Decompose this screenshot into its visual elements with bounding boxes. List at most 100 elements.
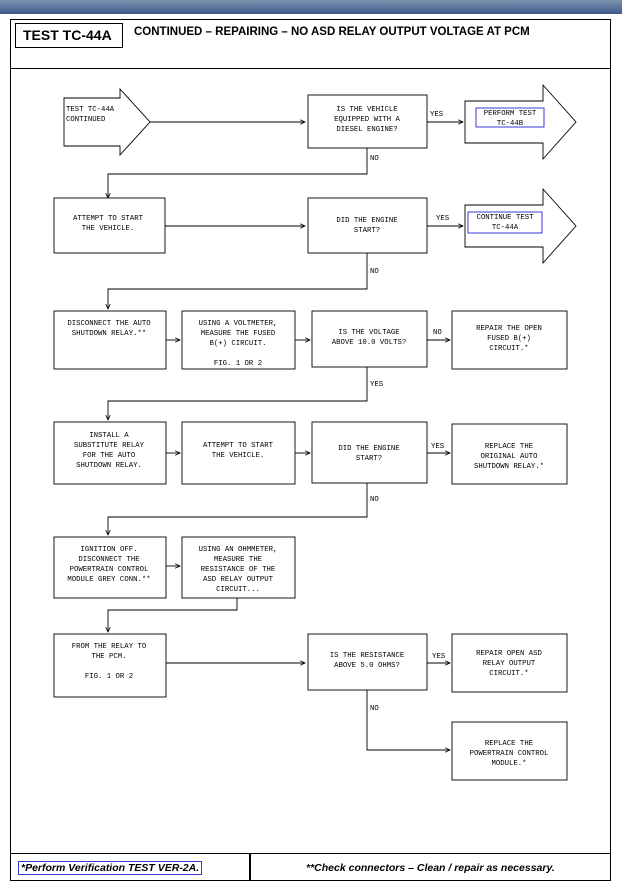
node-text-line: REPAIR OPEN ASD <box>476 650 542 658</box>
node-text-line: ASD RELAY OUTPUT <box>203 576 274 584</box>
branch-labels: YES NO YES NO NO YES YES NO YES NO <box>370 111 450 713</box>
question-box-diesel <box>307 94 428 149</box>
step-box-disconnect-relay <box>53 310 167 370</box>
question-box-voltage <box>311 310 428 368</box>
node-text-line: DISCONNECT THE AUTO <box>67 320 151 328</box>
perform-test-link-highlight[interactable] <box>475 107 545 128</box>
node-text-line: CIRCUIT... <box>216 586 260 594</box>
node-text-line: START? <box>356 455 382 463</box>
node-text-line: TC-44B <box>497 120 524 128</box>
step-box-relay-to-pcm <box>53 633 167 698</box>
continue-test-link-highlight[interactable] <box>467 211 543 234</box>
node-text-line: TEST TC-44A <box>66 106 115 114</box>
no-label: NO <box>370 155 379 163</box>
header-divider <box>10 68 611 69</box>
test-id: TEST TC-44A <box>23 27 112 43</box>
result-box-replace-pcm <box>451 721 568 781</box>
node-text-a5: REPAIR OPEN ASD RELAY OUTPUT CIRCUIT.* <box>476 650 542 678</box>
node-text-line: DID THE ENGINE <box>336 217 397 225</box>
node-text-line: CIRCUIT.* <box>489 345 528 353</box>
node-text-a1: PERFORM TEST TC-44B <box>484 110 537 128</box>
node-text-line: USING A VOLTMETER, <box>199 320 278 328</box>
node-text-line: REPLACE THE <box>485 443 533 451</box>
node-text-line: SHUTDOWN RELAY.** <box>72 330 146 338</box>
step-box-voltmeter <box>181 310 296 370</box>
node-text-n3: DISCONNECT THE AUTO SHUTDOWN RELAY.** <box>67 320 151 338</box>
result-box-repair-fused <box>451 310 568 370</box>
node-text-line: RESISTANCE OF THE <box>201 566 275 574</box>
footer-left-box <box>10 853 250 881</box>
node-text-line: INSTALL A <box>89 432 129 440</box>
node-text-n2: ATTEMPT TO START THE VEHICLE. <box>73 215 144 233</box>
node-text-line: THE VEHICLE. <box>82 225 135 233</box>
yes-label: YES <box>430 111 444 119</box>
question-box-engine-start-2 <box>311 421 428 484</box>
arrow-q4-n7 <box>108 483 368 535</box>
node-text-line: SHUTDOWN RELAY.* <box>474 463 544 471</box>
arrow-q3-n5 <box>108 367 368 420</box>
node-text-line: B(+) CIRCUIT. <box>210 340 267 348</box>
node-text-line: CONTINUE TEST <box>477 214 535 222</box>
node-text-line: IS THE RESISTANCE <box>330 652 404 660</box>
no-label: NO <box>370 268 379 276</box>
node-text-line: ABOVE 10.0 VOLTS? <box>332 339 406 347</box>
step-box-attempt-start-2 <box>181 421 296 485</box>
no-label: NO <box>370 496 379 504</box>
node-text-line: CIRCUIT.* <box>489 670 528 678</box>
node-text-line: IGNITION OFF. <box>81 546 138 554</box>
node-text-line: SHUTDOWN RELAY. <box>76 462 142 470</box>
yes-label: YES <box>432 653 446 661</box>
step-box-ohmmeter <box>181 536 296 599</box>
arrow-q2-n3 <box>108 253 368 309</box>
step-box-attempt-start <box>53 197 166 254</box>
node-text-line: PERFORM TEST <box>484 110 537 118</box>
node-text-line: FIG. 1 OR 2 <box>85 673 133 681</box>
question-box-engine-start <box>307 197 428 254</box>
node-text-line: FOR THE AUTO <box>83 452 136 460</box>
node-text-line: ATTEMPT TO START <box>203 442 274 450</box>
connectors <box>108 122 463 750</box>
perform-test-arrow-shape <box>464 83 577 161</box>
node-text-line: DISCONNECT THE <box>78 556 139 564</box>
node-text-line: REPLACE THE <box>485 740 533 748</box>
node-text-line: THE PCM. <box>91 653 126 661</box>
arrow-q1-n2 <box>108 148 368 198</box>
node-text-line: USING AN OHMMETER, <box>199 546 278 554</box>
continue-test-arrow-shape <box>464 187 577 265</box>
node-text-line: SUBSTITUTE RELAY <box>74 442 145 450</box>
yes-label: YES <box>431 443 445 451</box>
test-id-box: TEST TC-44A <box>15 23 123 48</box>
node-text-line: ATTEMPT TO START <box>73 215 144 223</box>
node-text-line: MODULE.* <box>491 760 526 768</box>
node-text-line: THE VEHICLE. <box>212 452 265 460</box>
node-text-line: REPAIR THE OPEN <box>476 325 542 333</box>
connector-note: **Check connectors – Clean / repair as n… <box>306 862 555 874</box>
node-text-line: POWERTRAIN CONTROL <box>470 750 549 758</box>
no-label: NO <box>370 705 379 713</box>
page-title: CONTINUED – REPAIRING – NO ASD RELAY OUT… <box>134 26 530 38</box>
arrow-n8-n9 <box>108 598 238 632</box>
step-box-substitute-relay <box>53 421 167 485</box>
node-text-line: DIESEL ENGINE? <box>336 126 397 134</box>
node-text-line: RELAY OUTPUT <box>483 660 536 668</box>
node-text-line: START? <box>354 227 380 235</box>
node-text-line: EQUIPPED WITH A <box>334 116 400 124</box>
node-text-line: ORIGINAL AUTO <box>481 453 539 461</box>
yes-label: YES <box>436 215 450 223</box>
node-text-n5: INSTALL A SUBSTITUTE RELAY FOR THE AUTO SHU… <box>74 432 145 470</box>
verification-link[interactable]: *Perform Verification TEST VER-2A. <box>18 861 203 875</box>
node-text-a6: REPLACE THE POWERTRAIN CONTROL MODULE.* <box>470 740 549 768</box>
arrow-q5-a6 <box>366 690 450 750</box>
result-box-repair-asd <box>451 633 568 693</box>
